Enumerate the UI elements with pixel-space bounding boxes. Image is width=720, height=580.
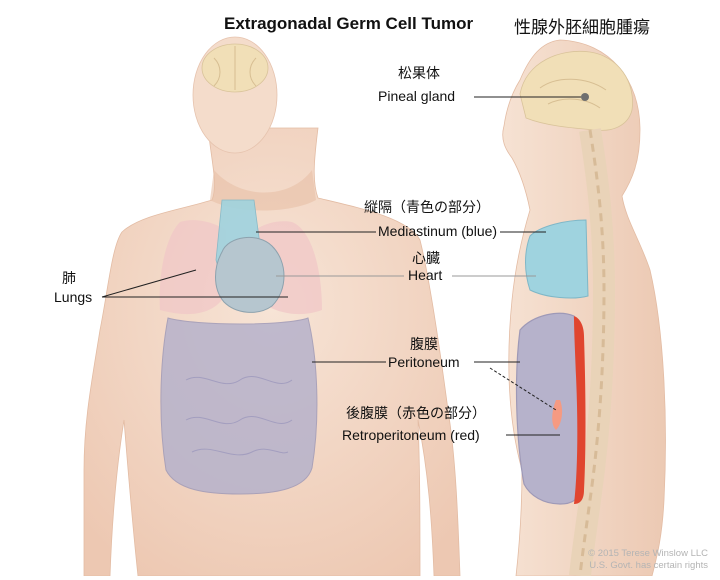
retroperitoneum-label-jp: 後腹膜（赤色の部分） (346, 406, 486, 422)
spine-cord (578, 129, 606, 577)
title-japanese: 性腺外胚細胞腫瘍 (514, 18, 650, 38)
peritoneum-label-en: Peritoneum (388, 354, 460, 370)
title-english: Extragonadal Germ Cell Tumor (224, 14, 474, 33)
credit-line-1: © 2015 Terese Winslow LLC (588, 548, 708, 559)
pineal-label-en: Pineal gland (378, 88, 456, 104)
heart-label-jp: 心臓 (412, 251, 440, 267)
lungs-label-en: Lungs (54, 289, 93, 305)
pineal-gland-dot (581, 93, 589, 101)
mediastinum-label-en: Mediastinum (blue) (378, 223, 498, 239)
heart-label-en: Heart (408, 267, 443, 283)
retro-accent (552, 400, 563, 430)
peritoneum-label-jp: 腹膜 (410, 337, 438, 353)
front-lung-left (159, 220, 226, 315)
retro-leader-diag (489, 367, 557, 411)
pineal-label-jp: 松果体 (398, 66, 440, 82)
intestine-outline (185, 376, 293, 456)
mediastinum-label-jp: 縦隔（青色の部分） (364, 200, 490, 216)
side-retroperitoneum (574, 316, 586, 504)
front-peritoneum (160, 317, 318, 495)
side-peritoneum (515, 312, 582, 505)
credit-line-2: U.S. Govt. has certain rights (589, 560, 708, 571)
retroperitoneum-label-en: Retroperitoneum (red) (342, 427, 480, 443)
front-figure (83, 36, 461, 577)
side-brain-fold (539, 78, 607, 109)
side-mediastinum (525, 219, 589, 299)
lungs-label-jp: 肺 (62, 271, 76, 287)
side-figure (502, 39, 666, 578)
side-brain (519, 50, 633, 131)
leader-lines (101, 96, 581, 436)
brain-fold (213, 46, 257, 90)
front-heart (215, 236, 285, 313)
lungs-leader-1 (101, 269, 197, 298)
